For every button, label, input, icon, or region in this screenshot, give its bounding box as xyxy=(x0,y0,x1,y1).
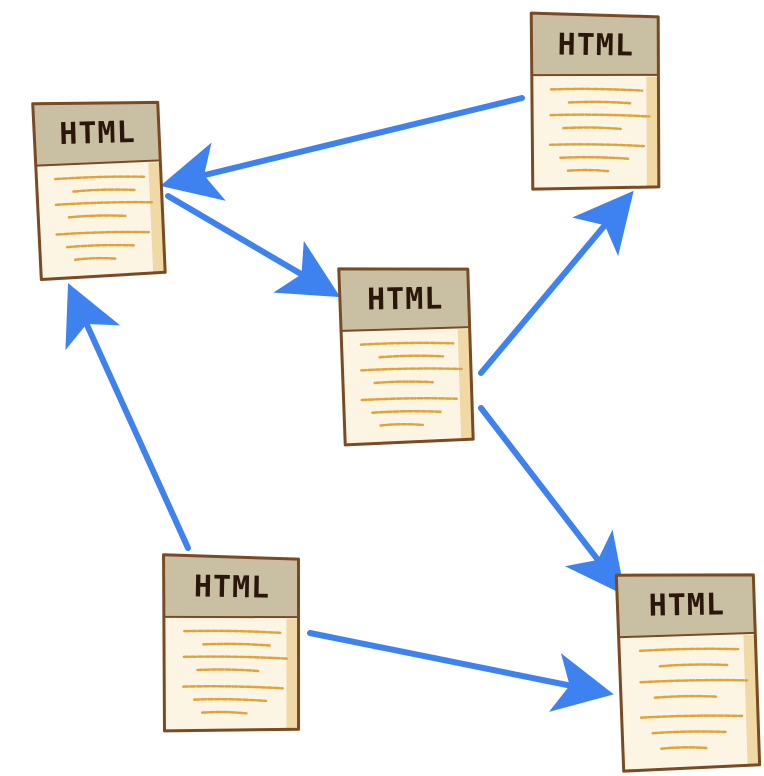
document-text-line xyxy=(67,214,127,219)
document-outline xyxy=(529,11,661,191)
document-text-line xyxy=(360,397,459,402)
document-header-divider xyxy=(619,631,756,639)
document-outline xyxy=(31,100,167,282)
document-text-line xyxy=(371,409,443,415)
document-text-line xyxy=(548,143,646,148)
document-header-band xyxy=(531,13,659,76)
document-text-line xyxy=(55,230,151,236)
document-text-line xyxy=(549,87,644,92)
document-outline xyxy=(162,553,301,733)
document-text-line xyxy=(549,113,651,118)
document-text-line xyxy=(202,642,271,647)
document-header-band xyxy=(338,268,470,331)
document-header-band xyxy=(163,554,299,618)
document-header-divider xyxy=(532,73,659,77)
document-header-band xyxy=(616,574,756,638)
document-text-line xyxy=(73,256,118,262)
document-label: HTML xyxy=(194,569,271,605)
document-header-band xyxy=(32,102,161,166)
document-text-line xyxy=(182,685,284,690)
document-shading xyxy=(148,162,166,275)
document-text-line xyxy=(651,730,727,735)
document-text-line xyxy=(559,155,630,161)
document-text-line xyxy=(379,422,425,427)
html-doc-top-right: HTML xyxy=(529,11,661,191)
arrow-n4-to-n1 xyxy=(65,283,191,551)
document-text-line xyxy=(639,678,749,684)
document-label: HTML xyxy=(557,27,634,63)
html-doc-center: HTML xyxy=(337,267,475,447)
arrow-n2-to-n1 xyxy=(160,95,525,201)
document-label: HTML xyxy=(648,587,725,623)
html-doc-bottom-right: HTML xyxy=(614,573,762,773)
arrow-n3-to-n2 xyxy=(478,190,634,376)
document-text-line xyxy=(378,354,445,359)
arrow-n3-to-n5 xyxy=(478,405,626,596)
document-text-line xyxy=(72,188,137,193)
documents-layer: HTML HTML HTML HTML HTML xyxy=(31,11,762,773)
document-text-line xyxy=(182,655,290,660)
document-shading xyxy=(286,618,299,731)
document-text-line xyxy=(566,168,611,173)
document-text-line xyxy=(567,100,633,105)
document-text-line xyxy=(192,697,268,703)
document-label: HTML xyxy=(59,115,136,152)
arrow-n4-to-n5 xyxy=(307,630,614,712)
document-text-line xyxy=(638,647,740,653)
document-text-line xyxy=(639,714,744,719)
document-text-line xyxy=(183,629,283,635)
document-text-line xyxy=(653,694,718,699)
document-header-divider xyxy=(164,615,299,619)
document-header-divider xyxy=(36,159,161,167)
document-text-line xyxy=(660,746,708,751)
arrow-n1-to-n3 xyxy=(165,193,341,298)
arrows-layer xyxy=(65,95,634,712)
document-text-line xyxy=(54,200,155,207)
html-doc-bottom-left: HTML xyxy=(162,553,301,733)
document-text-line xyxy=(359,341,455,346)
document-header-divider xyxy=(341,326,470,332)
document-text-line xyxy=(373,380,435,385)
document-text-line xyxy=(53,175,147,181)
document-label: HTML xyxy=(367,281,444,317)
document-outline xyxy=(614,573,762,773)
document-shading xyxy=(646,76,659,189)
document-text-line xyxy=(562,126,622,131)
html-doc-top-left: HTML xyxy=(31,100,167,282)
document-text-line xyxy=(65,243,135,249)
document-text-line xyxy=(360,367,463,372)
document-text-line xyxy=(658,663,729,668)
document-text-line xyxy=(196,668,260,673)
document-outline xyxy=(337,267,475,447)
document-text-line xyxy=(200,710,248,715)
